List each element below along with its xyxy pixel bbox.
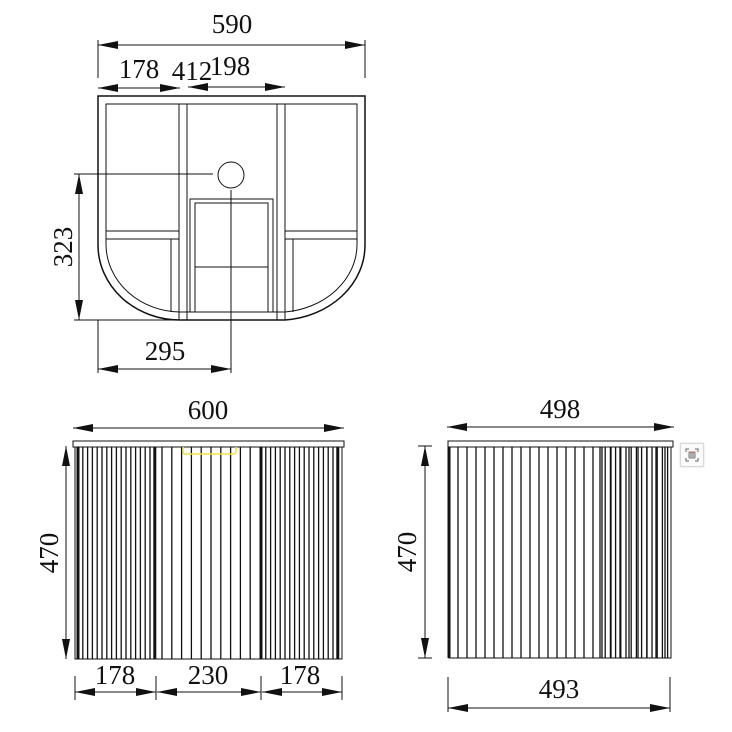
dimension-470-side: 470 xyxy=(392,445,432,659)
dim-label-470-front: 470 xyxy=(34,533,64,574)
dim-label-590: 590 xyxy=(212,9,253,39)
dim-label-600: 600 xyxy=(188,395,229,425)
dim-label-323: 323 xyxy=(48,227,78,268)
dimension-295: 295 xyxy=(97,190,232,373)
dim-label-295: 295 xyxy=(145,336,186,366)
dimension-590: 590 xyxy=(97,9,366,78)
table-view-button[interactable] xyxy=(680,443,704,467)
dim-label-178-right: 178 xyxy=(280,660,321,690)
side-view: 498 470 493 xyxy=(392,394,674,712)
side-countertop xyxy=(447,440,674,448)
dimension-498: 498 xyxy=(447,394,674,431)
dimension-323: 323 xyxy=(48,173,213,321)
dimension-470-front: 470 xyxy=(34,446,70,659)
fluted-slats xyxy=(76,447,340,659)
dimension-493: 493 xyxy=(447,674,671,712)
countertop xyxy=(72,440,345,448)
top-view: 590 178 412 198 xyxy=(48,9,366,373)
basin-outline xyxy=(182,447,237,455)
dim-label-470-side: 470 xyxy=(392,532,422,573)
dim-label-178-top: 178 xyxy=(119,54,160,84)
top-view-outline xyxy=(97,95,366,321)
dim-label-498: 498 xyxy=(540,394,581,424)
table-grid-icon xyxy=(685,448,699,462)
dim-label-493: 493 xyxy=(539,674,580,704)
dim-label-198: 198 xyxy=(210,51,251,81)
dimension-600: 600 xyxy=(73,395,344,432)
dim-label-178-left: 178 xyxy=(95,660,136,690)
side-fluted-slats xyxy=(447,447,669,658)
dim-label-230: 230 xyxy=(188,660,229,690)
drain-hole xyxy=(217,161,245,189)
dimension-sections: 178 412 198 xyxy=(98,51,285,92)
front-view: 600 470 178 230 178 xyxy=(34,395,345,700)
dimension-doors: 178 230 178 xyxy=(74,660,343,700)
dim-label-412: 412 xyxy=(172,56,213,86)
